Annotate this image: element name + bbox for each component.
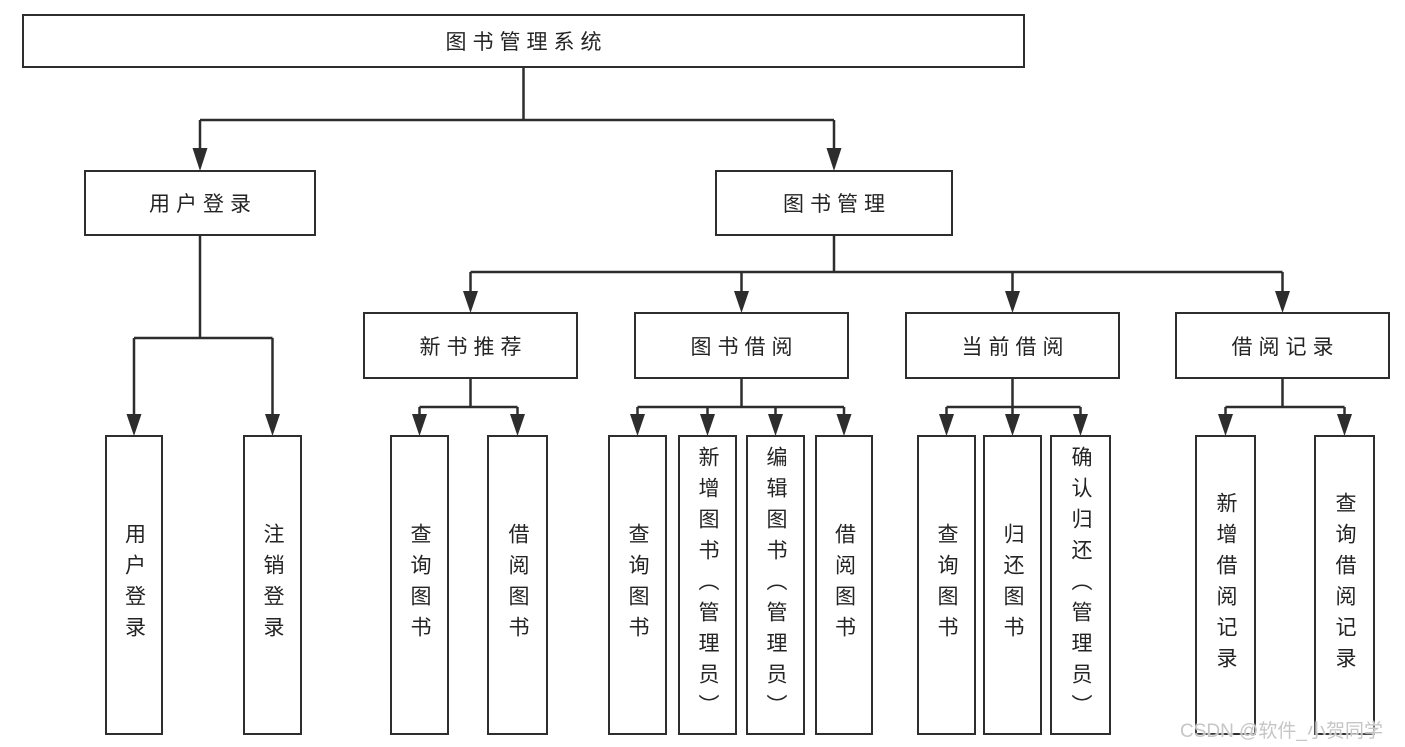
leaf-borrow-books: 借阅图书 — [815, 435, 873, 735]
leaf-query-borrow-record: 查询借阅记录 — [1314, 435, 1375, 735]
node-book-borrow: 图书借阅 — [634, 312, 849, 379]
leaf-query-books-current-label: 查询图书 — [935, 523, 958, 647]
leaf-logout-login: 注销登录 — [243, 435, 302, 735]
node-user-login: 用户登录 — [84, 170, 316, 236]
leaf-return-book-label: 归还图书 — [1001, 523, 1024, 647]
leaf-query-borrow-record-label: 查询借阅记录 — [1333, 492, 1356, 678]
leaf-borrow-books-recommend: 借阅图书 — [487, 435, 548, 735]
csdn-watermark: CSDN @软件_小贺同学 — [1180, 721, 1383, 742]
leaf-query-books-current: 查询图书 — [917, 435, 976, 735]
leaf-edit-book-admin-label: 编辑图书（管理员） — [764, 445, 787, 725]
leaf-return-book: 归还图书 — [983, 435, 1042, 735]
node-new-book-recommend: 新书推荐 — [363, 312, 578, 379]
leaf-borrow-books-label: 借阅图书 — [832, 523, 856, 647]
leaf-add-borrow-record-label: 新增借阅记录 — [1214, 492, 1237, 678]
leaf-query-books-recommend: 查询图书 — [390, 435, 449, 735]
connector-mgmt-to-level3 — [463, 236, 1290, 313]
connector-login-to-leaves — [126, 236, 280, 436]
connector-root-to-level2 — [192, 68, 842, 171]
node-current-borrow: 当前借阅 — [905, 312, 1120, 379]
node-book-management: 图书管理 — [715, 170, 953, 236]
leaf-logout-login-label: 注销登录 — [261, 523, 284, 647]
leaf-edit-book-admin: 编辑图书（管理员） — [746, 435, 805, 735]
node-library-management-system: 图书管理系统 — [22, 14, 1025, 68]
leaf-add-book-admin-label: 新增图书（管理员） — [696, 445, 719, 725]
connector-borrow-to-leaves — [630, 379, 852, 436]
connector-recommend-to-leaves — [412, 379, 525, 436]
leaf-query-books-borrow-label: 查询图书 — [626, 523, 649, 647]
leaf-add-book-admin: 新增图书（管理员） — [678, 435, 737, 735]
connector-current-to-leaves — [939, 379, 1088, 436]
leaf-confirm-return-admin: 确认归还（管理员） — [1050, 435, 1111, 735]
node-borrow-records: 借阅记录 — [1175, 312, 1390, 379]
leaf-user-login-label: 用户登录 — [122, 523, 146, 647]
leaf-query-books-recommend-label: 查询图书 — [408, 523, 431, 647]
leaf-query-books-borrow: 查询图书 — [608, 435, 667, 735]
connector-records-to-leaves — [1218, 379, 1352, 436]
leaf-add-borrow-record: 新增借阅记录 — [1195, 435, 1256, 735]
leaf-borrow-books-recommend-label: 借阅图书 — [506, 523, 529, 647]
leaf-user-login: 用户登录 — [105, 435, 163, 735]
leaf-confirm-return-admin-label: 确认归还（管理员） — [1069, 445, 1092, 725]
